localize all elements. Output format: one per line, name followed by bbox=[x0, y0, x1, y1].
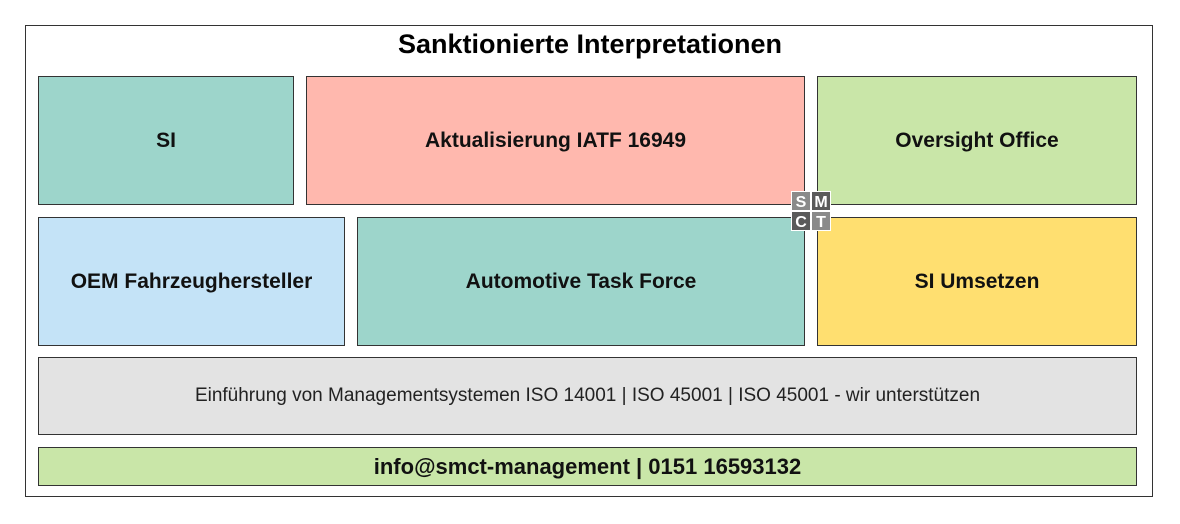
smct-logo: S M C T bbox=[791, 191, 831, 231]
box-contact-label: info@smct-management | 0151 16593132 bbox=[373, 453, 802, 479]
logo-letter-t: T bbox=[816, 214, 826, 231]
box-oem: OEM Fahrzeughersteller bbox=[38, 217, 345, 346]
box-automotive-task-force-label: Automotive Task Force bbox=[465, 269, 697, 293]
box-iso-banner-label: Einführung von Managementsystemen ISO 14… bbox=[194, 385, 981, 406]
box-si-label: SI bbox=[156, 128, 176, 152]
box-oversight-office-label: Oversight Office bbox=[895, 128, 1059, 152]
box-iatf-update-label: Aktualisierung IATF 16949 bbox=[424, 128, 687, 152]
box-contact: info@smct-management | 0151 16593132 bbox=[38, 447, 1137, 486]
box-iatf-update: Aktualisierung IATF 16949 bbox=[306, 76, 805, 205]
box-si: SI bbox=[38, 76, 294, 205]
box-oem-label: OEM Fahrzeughersteller bbox=[70, 269, 313, 293]
logo-letter-s: S bbox=[796, 194, 807, 211]
box-si-umsetzen: SI Umsetzen bbox=[817, 217, 1137, 346]
logo-letter-m: M bbox=[814, 194, 827, 211]
box-automotive-task-force: Automotive Task Force bbox=[357, 217, 805, 346]
diagram-title: Sanktionierte Interpretationen bbox=[397, 29, 783, 59]
box-si-umsetzen-label: SI Umsetzen bbox=[914, 269, 1040, 293]
box-oversight-office: Oversight Office bbox=[817, 76, 1137, 205]
logo-letter-c: C bbox=[795, 214, 807, 231]
box-iso-banner: Einführung von Managementsystemen ISO 14… bbox=[38, 357, 1137, 435]
